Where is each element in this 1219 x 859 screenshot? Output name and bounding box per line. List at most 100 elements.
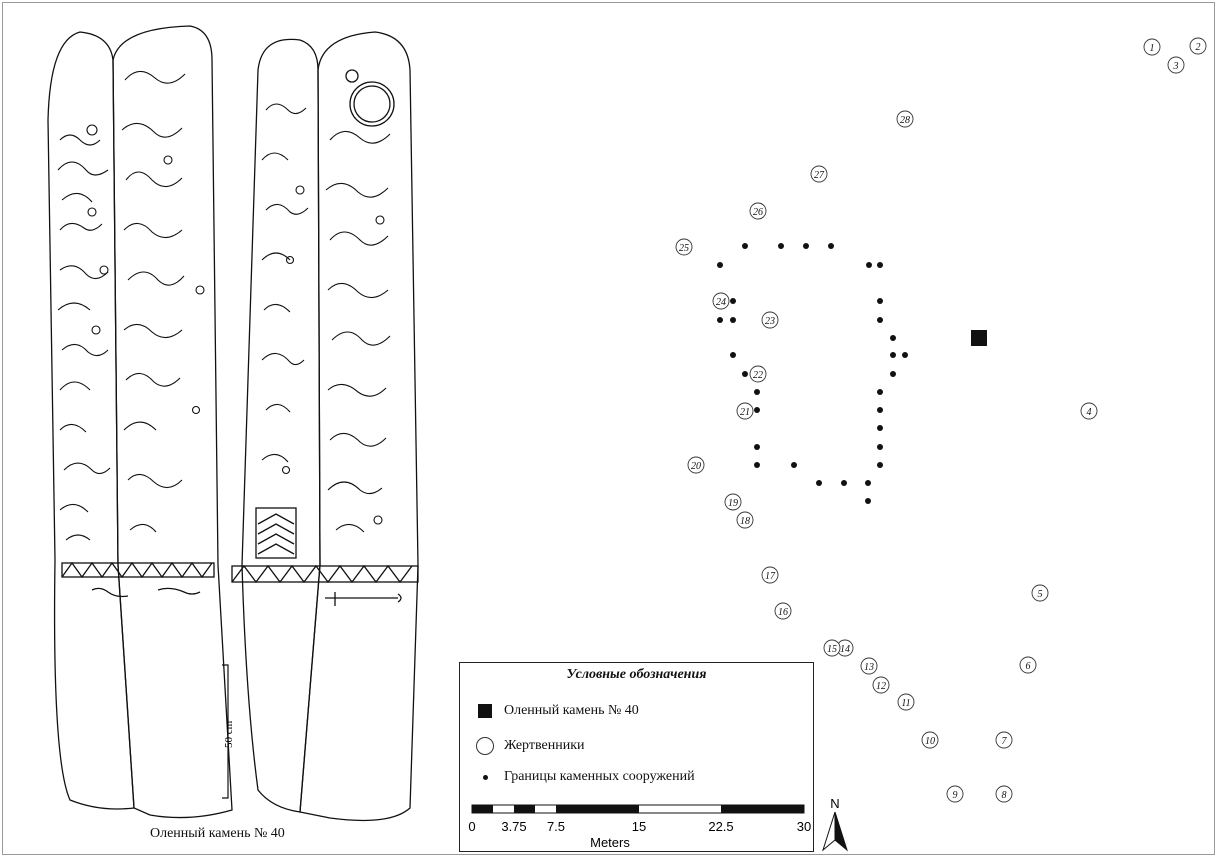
altar-label-19: 19 <box>728 498 738 509</box>
altar-26 <box>749 202 767 220</box>
boundary-dot <box>877 298 883 304</box>
boundary-dot <box>865 498 871 504</box>
altar-19 <box>724 493 742 511</box>
altar-24 <box>712 292 730 310</box>
dagger-mid <box>157 587 201 595</box>
altar-label-15: 15 <box>827 644 837 655</box>
legend-item-deer-stone: Оленный камень № 40 <box>474 703 639 719</box>
chevron-shield <box>255 507 297 559</box>
altar-4 <box>1080 402 1098 420</box>
boundary-dot <box>828 243 834 249</box>
altar-21 <box>736 402 754 420</box>
structure-boundary-dots <box>717 243 908 504</box>
boundary-dot <box>717 317 723 323</box>
altar-15 <box>823 639 841 657</box>
altar-label-27: 27 <box>814 170 825 181</box>
boundary-dot <box>890 352 896 358</box>
altar-label-17: 17 <box>765 571 776 582</box>
altar-1 <box>1143 38 1161 56</box>
altar-label-4: 4 <box>1087 407 1092 418</box>
legend-item-boundaries: Границы каменных сооружений <box>474 769 695 785</box>
altar-labels: 1 2 3 4 5 6 7 8 9 10 11 12 13 14 15 16 1… <box>679 42 1201 801</box>
altar-label-7: 7 <box>1002 736 1008 747</box>
altar-27 <box>810 165 828 183</box>
boundary-dot <box>730 298 736 304</box>
boundary-dot <box>791 462 797 468</box>
stone-face-2 <box>112 25 233 819</box>
cm-scale-bar <box>222 664 229 799</box>
boundary-dot <box>742 243 748 249</box>
altar-18 <box>736 511 754 529</box>
boundary-dot <box>890 335 896 341</box>
boundary-dot <box>816 480 822 486</box>
scale-segment <box>514 805 535 813</box>
altar-label-13: 13 <box>864 662 874 673</box>
map-legend: Условные обозначения Оленный камень № 40… <box>459 662 814 852</box>
boundary-dot <box>730 352 736 358</box>
altar-label-20: 20 <box>691 461 701 472</box>
legend-label: Жертвенники <box>504 738 585 753</box>
legend-item-altars: Жертвенники <box>474 737 585 755</box>
altar-16 <box>774 602 792 620</box>
altar-2 <box>1189 37 1207 55</box>
altar-11 <box>897 693 915 711</box>
altar-label-2: 2 <box>1196 42 1201 53</box>
boundary-dot <box>877 462 883 468</box>
scale-tick-label: 0 <box>468 819 475 834</box>
boundary-dot <box>877 317 883 323</box>
altar-label-21: 21 <box>740 407 750 418</box>
legend-title: Условные обозначения <box>566 667 707 682</box>
boundary-dot <box>803 243 809 249</box>
altar-label-25: 25 <box>679 243 689 254</box>
boundary-dot <box>730 317 736 323</box>
scale-tick-label: 7.5 <box>547 819 565 834</box>
stone-face-1 <box>47 31 135 810</box>
scale-bar: 0 3.75 7.5 15 22.5 30 Meters <box>468 804 811 850</box>
altar-23 <box>761 311 779 329</box>
altar-label-10: 10 <box>925 736 935 747</box>
altar-17 <box>761 566 779 584</box>
altar-label-3: 3 <box>1173 61 1179 72</box>
altar-label-28: 28 <box>900 115 910 126</box>
boundary-dot <box>754 462 760 468</box>
sun-disk-large <box>349 81 395 127</box>
scale-unit-label: Meters <box>590 835 630 850</box>
scale-segment <box>721 805 804 813</box>
altar-label-23: 23 <box>765 316 775 327</box>
altar-label-5: 5 <box>1038 589 1043 600</box>
altar-12 <box>872 676 890 694</box>
altar-20 <box>687 456 705 474</box>
boundary-dot <box>877 444 883 450</box>
boundary-dot <box>717 262 723 268</box>
open-circle-icon <box>474 737 496 755</box>
legend-label: Оленный камень № 40 <box>504 703 639 718</box>
boundary-dot <box>754 444 760 450</box>
altar-8 <box>995 785 1013 803</box>
stone-caption: Оленный камень № 40 <box>150 826 285 841</box>
altar-22 <box>749 365 767 383</box>
altar-13 <box>860 657 878 675</box>
boundary-dot <box>877 407 883 413</box>
legend-label: Границы каменных сооружений <box>504 769 695 784</box>
boundary-dot <box>865 480 871 486</box>
altar-label-18: 18 <box>740 516 750 527</box>
boundary-dot <box>890 371 896 377</box>
altar-label-8: 8 <box>1002 790 1007 801</box>
boundary-dot <box>778 243 784 249</box>
altar-9 <box>946 785 964 803</box>
altar-28 <box>896 110 914 128</box>
dagger-left <box>91 587 129 598</box>
scale-tick-label: 3.75 <box>501 819 526 834</box>
altar-label-6: 6 <box>1026 661 1031 672</box>
boundary-dot <box>742 371 748 377</box>
scale-tick-label: 15 <box>632 819 646 834</box>
scale-tick-label: 22.5 <box>708 819 733 834</box>
dagger-right <box>325 592 402 606</box>
altar-6 <box>1019 656 1037 674</box>
deer-stone-drawing <box>47 25 419 822</box>
altar-markers <box>675 37 1207 803</box>
altar-7 <box>995 731 1013 749</box>
boundary-dot <box>877 389 883 395</box>
